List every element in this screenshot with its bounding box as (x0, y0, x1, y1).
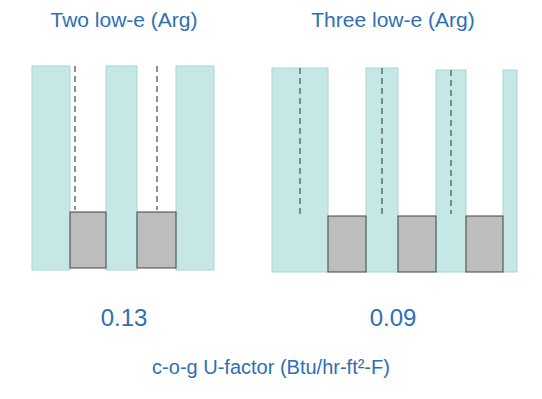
double-glazing (32, 66, 214, 270)
u-factor-value: 0.13 (101, 305, 148, 331)
glass-pane (272, 68, 328, 272)
glass-pane (106, 66, 137, 270)
panel-heading: Two low-e (Arg) (50, 8, 197, 31)
glass-pane (503, 70, 517, 272)
triple-glazing (272, 68, 517, 272)
low-e-coating (450, 70, 451, 214)
panel-heading: Three low-e (Arg) (311, 8, 474, 31)
u-factor-value: 0.09 (370, 305, 417, 331)
spacer (328, 216, 366, 272)
spacer (70, 212, 106, 268)
spacer (398, 216, 436, 272)
spacer (137, 212, 176, 268)
caption: c-o-g U-factor (Btu/hr-ft²-F) (152, 356, 390, 378)
glass-pane (436, 70, 466, 272)
low-e-coating (381, 68, 382, 214)
glass-pane (176, 66, 214, 270)
glass-pane (366, 68, 398, 272)
low-e-coating (74, 66, 75, 210)
low-e-coating (156, 66, 157, 210)
glass-pane (32, 66, 70, 270)
spacer (466, 216, 503, 272)
low-e-coating (299, 68, 300, 214)
